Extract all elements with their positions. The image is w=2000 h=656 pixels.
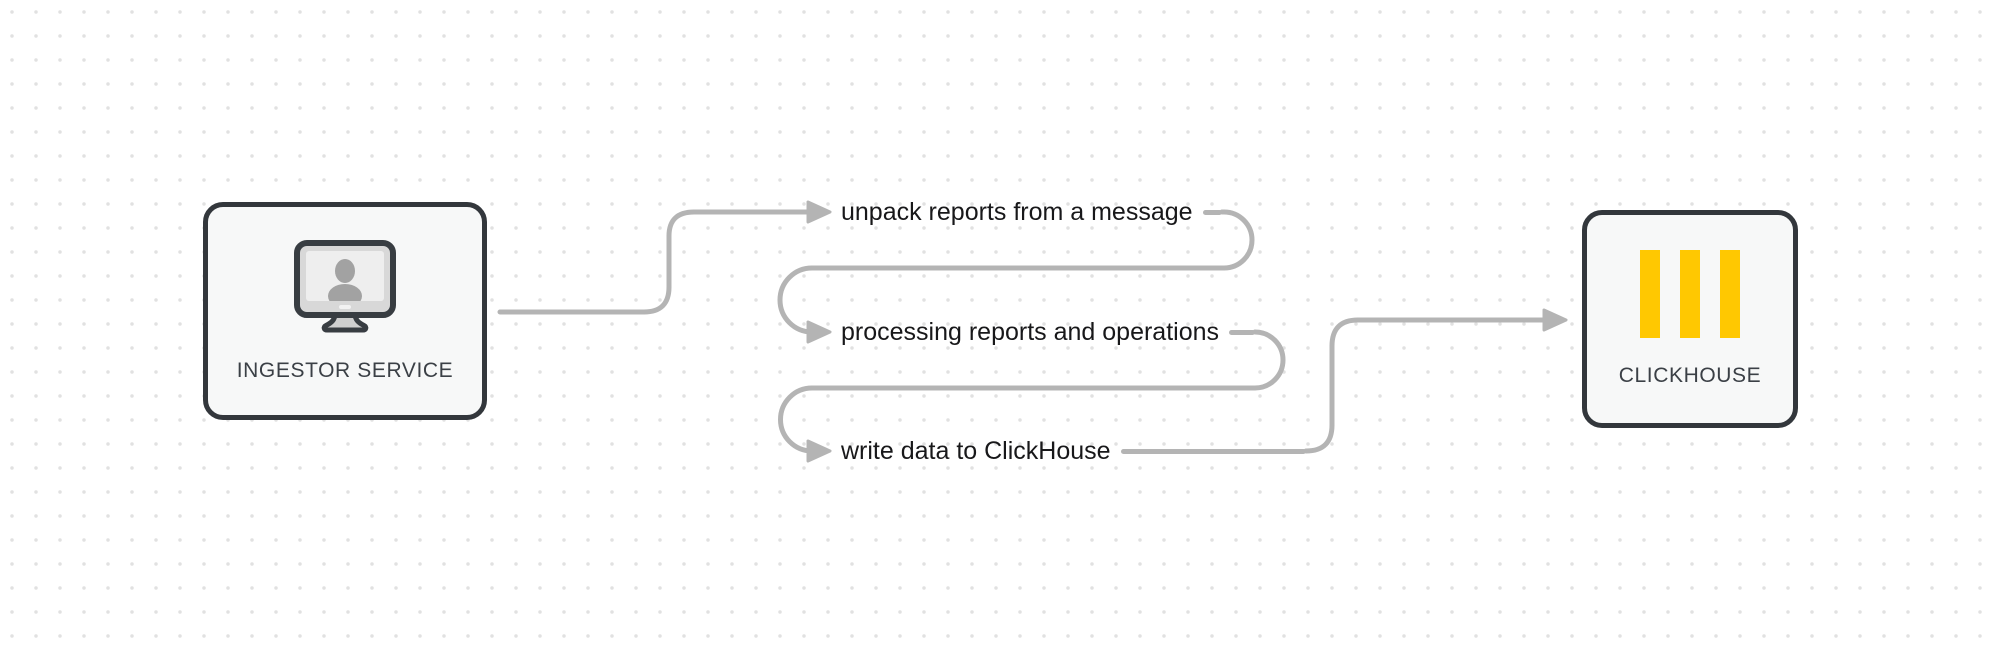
clickhouse-bars-icon — [1640, 250, 1740, 338]
step-label: processing reports and operations — [841, 317, 1220, 346]
arrowhead-icon — [806, 439, 832, 463]
arrowhead-icon — [806, 320, 832, 344]
node-label-clickhouse: CLICKHOUSE — [1618, 364, 1762, 387]
arrowhead-to-clickhouse-icon — [1542, 308, 1568, 332]
node-ingestor-service: INGESTOR SERVICE — [203, 202, 487, 420]
step-label: write data to ClickHouse — [841, 436, 1111, 465]
arrowhead-icon — [806, 200, 832, 224]
node-label-ingestor: INGESTOR SERVICE — [236, 359, 454, 382]
monitor-user-icon — [294, 240, 396, 333]
node-clickhouse: CLICKHOUSE — [1582, 210, 1798, 428]
connector-tail — [1229, 329, 1255, 335]
user-silhouette-icon — [328, 259, 362, 301]
step-unpack-reports: unpack reports from a message — [806, 194, 1222, 230]
step-write-data: write data to ClickHouse — [806, 433, 1306, 469]
step-processing-reports: processing reports and operations — [806, 314, 1255, 350]
connector-step1-to-step2 — [777, 209, 1255, 335]
connector-tail — [1120, 448, 1306, 454]
connector-ingestor-to-step1 — [497, 209, 811, 315]
connector-tail — [1202, 209, 1222, 215]
step-label: unpack reports from a message — [841, 197, 1193, 226]
connector-step3-to-clickhouse — [1303, 317, 1547, 454]
connector-step2-to-step3 — [778, 329, 1286, 454]
monitor-chin-dash — [339, 305, 351, 309]
